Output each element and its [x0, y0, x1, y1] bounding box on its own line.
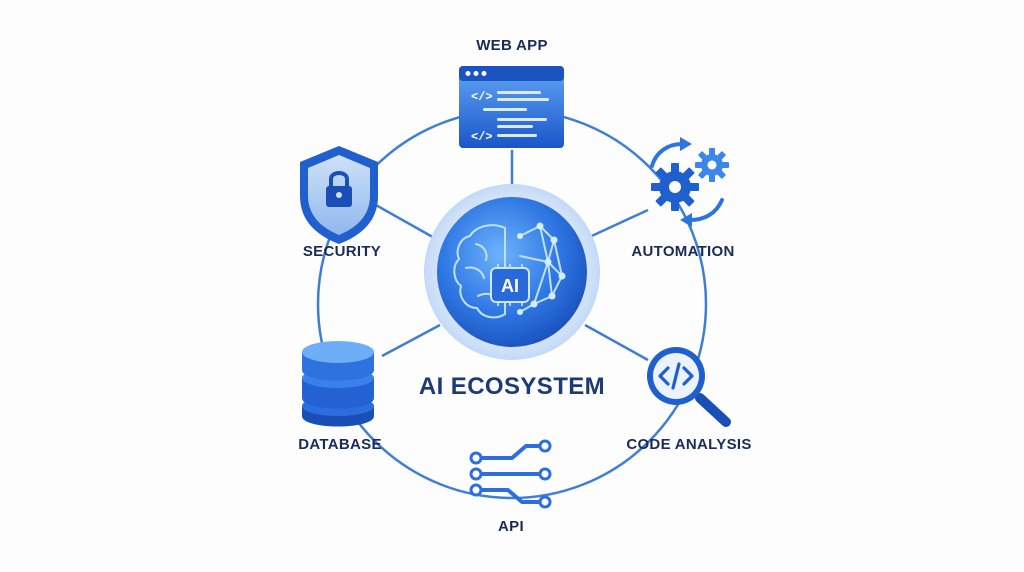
ai-hub: AI [424, 184, 600, 360]
gears-cycle-icon [650, 137, 729, 227]
spoke-automation [582, 208, 649, 242]
node-label-database: DATABASE [298, 436, 382, 453]
brain-nodes [517, 222, 566, 315]
node-label-code-analysis: CODE ANALYSIS [626, 436, 752, 453]
code-window-icon: </> </> [459, 66, 564, 148]
code-magnifier-icon [647, 347, 731, 427]
svg-text:</>: </> [471, 90, 493, 104]
node-label-api: API [498, 518, 524, 535]
api-connector-nodes [469, 439, 552, 509]
svg-text:</>: </> [471, 130, 493, 144]
spoke-security [373, 202, 439, 242]
api-connector-icon [476, 444, 542, 504]
spoke-code-analysis [584, 323, 649, 362]
node-label-automation: AUTOMATION [631, 243, 735, 260]
database-icon [302, 341, 374, 427]
center-title: AI ECOSYSTEM [418, 373, 606, 400]
spoke-database [381, 323, 441, 358]
node-label-security: SECURITY [302, 243, 382, 260]
node-label-web-app: WEB APP [476, 37, 548, 54]
shield-lock-icon [300, 146, 378, 244]
ai-badge-text: AI [501, 276, 519, 296]
